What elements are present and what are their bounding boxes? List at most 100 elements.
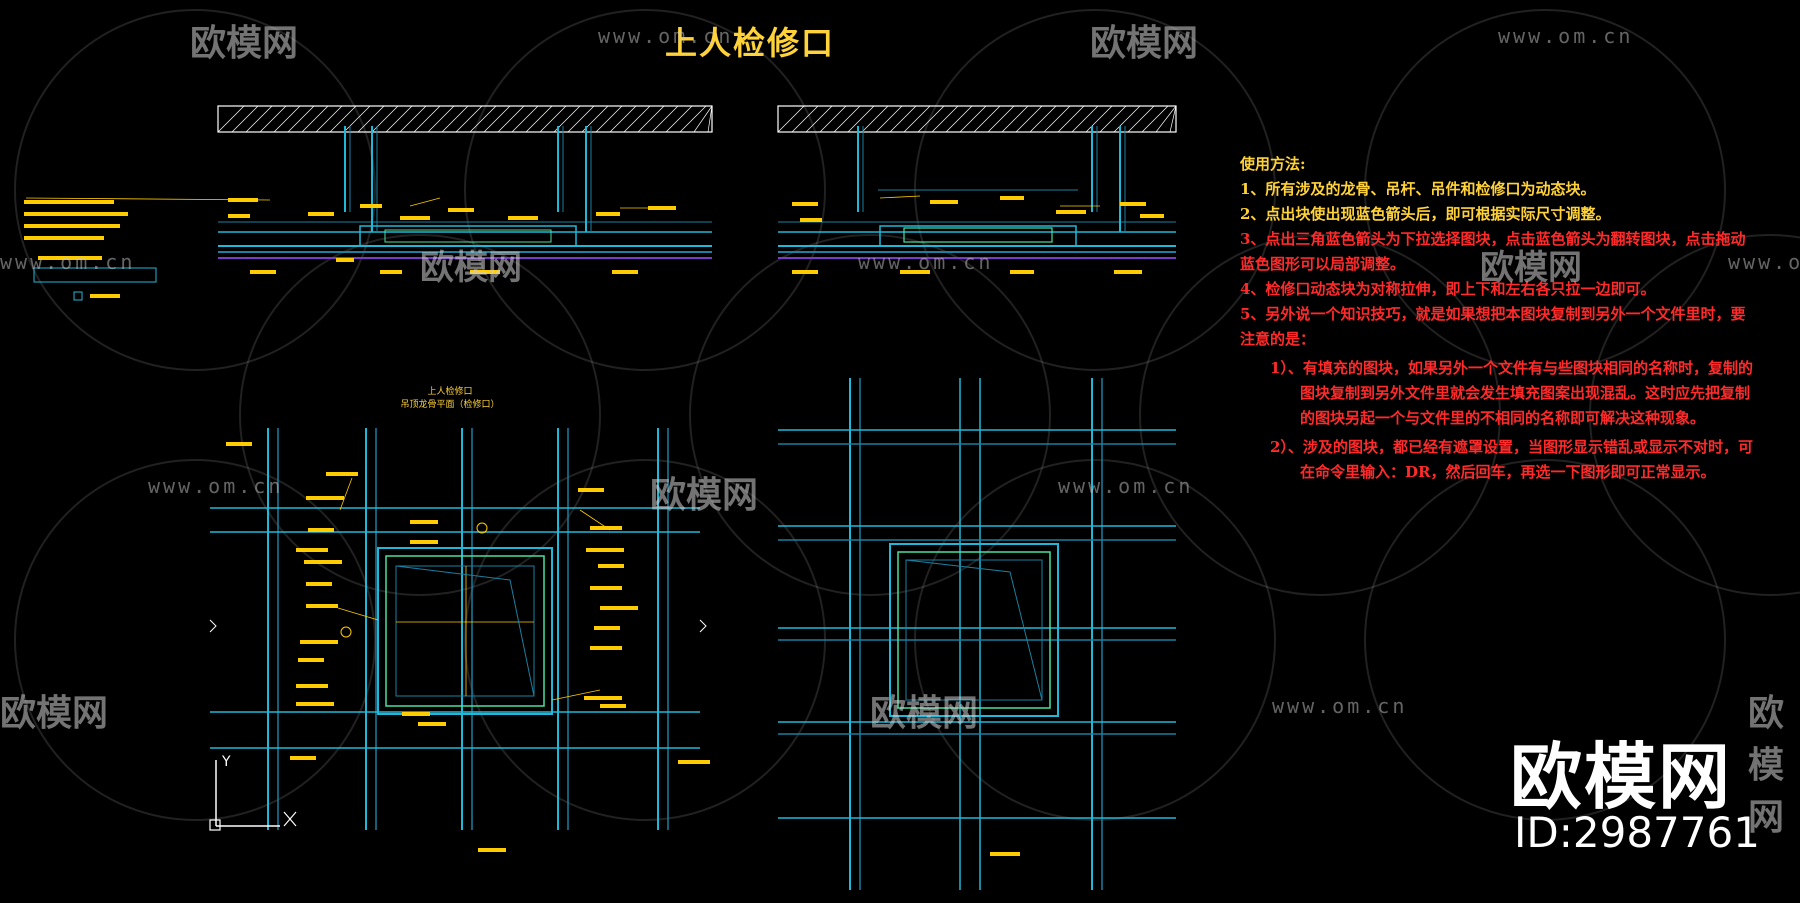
annotation-tag (594, 626, 620, 630)
annotation-tag (296, 684, 328, 688)
watermark-circle (1364, 9, 1726, 371)
annotation-tag (792, 202, 818, 206)
ucs-x-mark (283, 811, 297, 827)
note-item-4: 4、检修口动态块为对称拉伸，即上下和左右各只拉一边即可。 (1240, 280, 1656, 298)
hatch-stroke (833, 105, 861, 133)
hatch-stroke (665, 105, 693, 133)
hatch-stroke (1099, 105, 1127, 133)
annotation-tag (590, 646, 622, 650)
annotation-tag (410, 540, 438, 544)
watermark-url-4: www.om.cn (858, 250, 994, 274)
annotation-tag (648, 206, 676, 210)
hatch-stroke (1043, 105, 1071, 133)
left-legend (24, 200, 157, 301)
section-marker (340, 626, 352, 638)
concrete-slab (217, 105, 713, 133)
brand-name: 欧模网 (1510, 735, 1733, 819)
annotation-tag (326, 472, 358, 476)
annotation-tag (306, 582, 332, 586)
hatch-stroke (875, 105, 903, 133)
annotation-tag (448, 208, 474, 212)
watermark-url-8: www.om.cn (1272, 694, 1408, 718)
hatch-stroke (637, 105, 665, 133)
hatch-stroke (1155, 105, 1177, 133)
annotation-tag (586, 548, 624, 552)
hatch-stroke (441, 105, 469, 133)
note-item-5: 5、另外说一个知识技巧，就是如果想把本图块复制到另外一个文件里时，要注意的是： (1240, 305, 1746, 348)
annotation-tag (596, 212, 620, 216)
hatch-stroke (315, 105, 343, 133)
hatch-inner-frame (385, 555, 545, 707)
hatch-stroke (497, 105, 525, 133)
leader-line (337, 607, 379, 621)
annotation-tag (612, 270, 638, 274)
annotation-tag (418, 722, 446, 726)
annotation-tag (508, 216, 538, 220)
hatch-stroke (623, 105, 651, 133)
hatch-stroke (567, 105, 595, 133)
annotation-tag (290, 756, 316, 760)
hatch-stroke (1113, 105, 1141, 133)
annotation-tag (1056, 210, 1086, 214)
annotation-tag (470, 270, 500, 274)
annotation-tag (24, 224, 120, 228)
note-subitem-1: 1）、有填充的图块，如果另外一个文件有与些图块相同的名称时，复制的图块复制到另外… (1270, 359, 1753, 427)
hatch-stroke (1057, 105, 1085, 133)
hatch-stroke (455, 105, 483, 133)
annotation-tag (24, 212, 128, 216)
hatch-stroke (931, 105, 959, 133)
annotation-tag (578, 488, 604, 492)
hatch-stroke (987, 105, 1015, 133)
annotation-tag (304, 560, 342, 564)
drawing-title: 上人检修口 (664, 24, 835, 62)
annotation-tag (24, 236, 104, 240)
hatch-stroke (483, 105, 511, 133)
hatch-stroke (245, 105, 273, 133)
leader-line (551, 689, 601, 701)
watermark-circle (464, 9, 826, 371)
watermark-logo-3: 欧模网 (420, 248, 522, 288)
hatch-stroke (357, 105, 385, 133)
hatch-stroke (777, 105, 805, 133)
hatch-outer-frame (889, 543, 1059, 717)
annotation-tag (296, 548, 328, 552)
hatch-stroke (1001, 105, 1029, 133)
annotation-tag (930, 200, 958, 204)
hatch-stroke (903, 105, 931, 133)
annotation-tag (380, 270, 402, 274)
annotation-tag (1120, 202, 1146, 206)
hatch-stroke (791, 105, 819, 133)
leader-line (409, 197, 441, 207)
hatch-stroke (1071, 105, 1099, 133)
legend-marker (73, 291, 83, 301)
annotation-tag (590, 526, 622, 530)
hatch-stroke (1141, 105, 1169, 133)
annotation-tag (400, 216, 430, 220)
watermark-circle (1589, 234, 1800, 596)
hatch-stroke (819, 105, 847, 133)
watermark-url-5: www.om.cn (1728, 250, 1800, 274)
annotation-tag (306, 604, 338, 608)
access-hatch-plan-left (209, 428, 710, 852)
scale-tag (478, 848, 506, 852)
hatch-stroke (399, 105, 427, 133)
watermark-circle (14, 459, 376, 821)
watermark-logo-5: 欧模网 (650, 475, 759, 516)
watermark-logo-4: 欧模网 (1480, 248, 1582, 288)
annotation-tag (228, 214, 250, 218)
note-item-1: 1、所有涉及的龙骨、吊杆、吊件和检修口为动态块。 (1240, 180, 1596, 198)
hatch-outer-frame (377, 547, 553, 715)
hatch-stroke (889, 105, 917, 133)
plan-caption: 上人检修口 吊顶龙骨平面（检修口） (390, 384, 510, 410)
hatch-stroke (427, 105, 455, 133)
annotation-tag (1140, 214, 1164, 218)
hatch-lid-section (903, 227, 1053, 243)
hatch-stroke (539, 105, 567, 133)
hatch-stroke (679, 105, 707, 133)
note-item-2: 2、点出块使出现蓝色箭头后，即可根据实际尺寸调整。 (1240, 205, 1611, 223)
leader-line (339, 477, 353, 511)
watermark-logo-8: 欧模网 (1748, 693, 1785, 838)
ucs-y-label: Y (221, 754, 231, 770)
plan-caption-line-1: 上人检修口 (427, 387, 473, 397)
